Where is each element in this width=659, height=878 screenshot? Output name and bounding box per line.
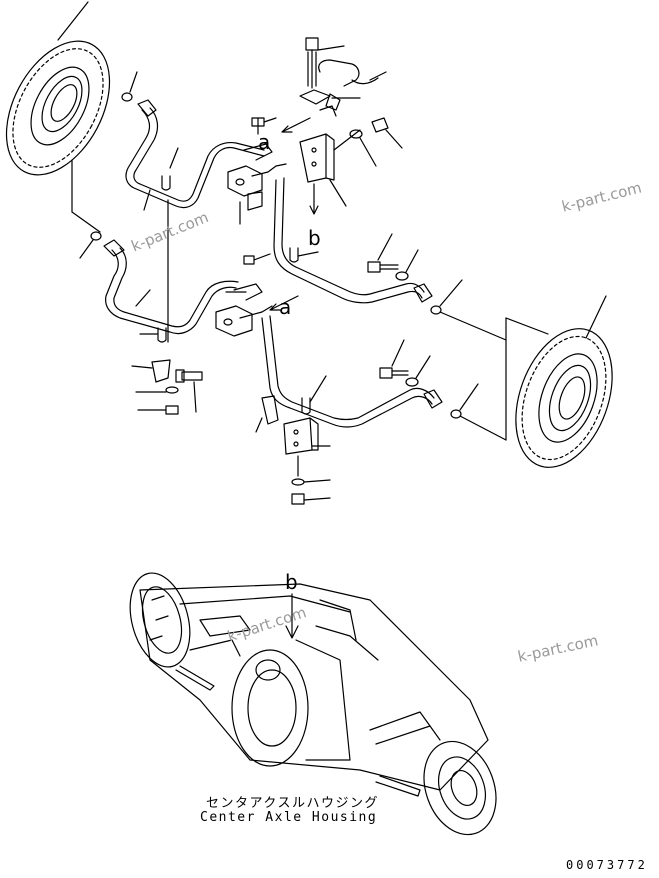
brake-tube-upper	[126, 100, 264, 208]
leader-line	[144, 190, 150, 210]
leader-line	[310, 376, 326, 402]
brake-tube-right-upper	[274, 178, 432, 303]
reference-label-a-lower: a	[279, 295, 292, 319]
bolt	[262, 396, 278, 424]
arrow-a-upper	[282, 118, 310, 132]
o-ring	[91, 232, 101, 240]
leader-line	[334, 130, 360, 150]
leader-line	[506, 318, 548, 334]
brake-tube-right-lower	[262, 316, 442, 427]
tube-clip	[158, 328, 166, 342]
washer	[166, 387, 178, 393]
leader-line	[440, 280, 462, 306]
bracket	[152, 360, 170, 382]
leader-line	[386, 130, 402, 148]
bolt	[182, 372, 202, 380]
leader-line	[80, 240, 93, 258]
junction-block-upper	[228, 144, 286, 210]
o-ring	[431, 306, 441, 314]
pressure-switch	[300, 38, 378, 116]
o-ring	[451, 410, 461, 418]
washer	[396, 272, 408, 280]
tube-clip	[302, 398, 310, 414]
bolt-head	[380, 368, 392, 378]
caption-japanese: センタアクスルハウジング	[206, 796, 379, 811]
o-ring	[122, 93, 132, 101]
leader-line	[370, 72, 386, 80]
leader-line	[298, 252, 318, 256]
leader-line	[406, 250, 418, 272]
arrow-a-lower	[270, 296, 298, 310]
washer	[406, 378, 418, 386]
caption-english: Center Axle Housing	[200, 810, 378, 825]
leader-line	[416, 356, 430, 378]
leader-line	[460, 416, 506, 440]
leader-line	[360, 138, 376, 166]
leader-line	[194, 382, 196, 412]
bolt-head	[368, 262, 380, 272]
drawing-number: 00073772	[566, 858, 648, 872]
leader-line	[304, 480, 330, 482]
brake-disc-left	[0, 24, 131, 192]
leader-line	[132, 366, 152, 368]
leader-line	[330, 180, 346, 206]
bolt-head	[176, 370, 184, 382]
washer	[292, 479, 304, 485]
tube-clip	[162, 176, 170, 190]
mounting-bracket-lower	[284, 418, 318, 454]
bleeder-screw	[252, 118, 264, 126]
junction-block-lower	[216, 284, 272, 336]
leader-line	[440, 312, 506, 340]
leader-line	[130, 72, 137, 92]
reference-label-a-upper: a	[258, 130, 271, 154]
brake-tube-lower	[104, 240, 238, 334]
leader-line	[254, 254, 270, 260]
leader-line	[72, 212, 100, 232]
tube-clip	[290, 248, 298, 262]
arrow-b-bottom	[286, 626, 298, 638]
nut	[292, 494, 304, 504]
brake-disc-right	[498, 315, 630, 480]
reference-label-b-bottom: b	[285, 570, 298, 594]
leader-line	[170, 148, 178, 168]
reference-label-b-middle: b	[308, 226, 321, 250]
leader-line	[460, 384, 478, 410]
leader-line	[136, 290, 150, 306]
leader-line	[378, 234, 392, 260]
washer	[350, 130, 362, 138]
bleeder-screw	[244, 256, 254, 264]
leader-line	[58, 2, 88, 40]
nut	[372, 118, 388, 132]
leader-line	[304, 498, 330, 500]
mounting-bracket-upper	[300, 134, 334, 214]
leader-line	[256, 418, 262, 432]
leader-line	[264, 118, 276, 122]
leader-line	[586, 296, 606, 338]
center-axle-housing	[121, 566, 509, 844]
nut	[166, 406, 178, 414]
leader-line	[318, 46, 344, 50]
leader-line	[392, 340, 404, 366]
